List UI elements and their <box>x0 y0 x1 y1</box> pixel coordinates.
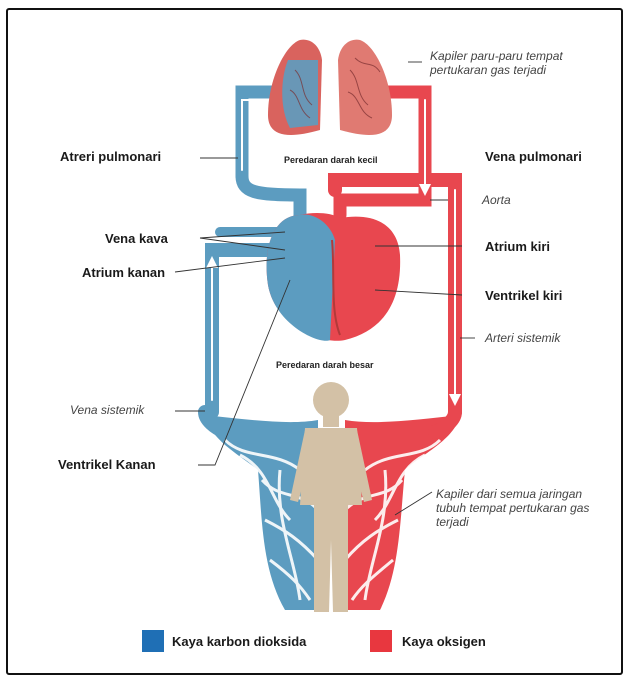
left-atrium-label: Atrium kiri <box>485 240 550 255</box>
lungs <box>268 40 392 135</box>
legend-swatch-deoxygenated <box>142 630 164 652</box>
right-ventricle-label: Ventrikel Kanan <box>58 458 156 473</box>
heart <box>267 213 401 341</box>
right-atrium-label: Atrium kanan <box>82 266 165 281</box>
big-circulation-label: Peredaran darah besar <box>276 360 374 370</box>
pulmonary-artery-label: Atreri pulmonari <box>60 150 161 165</box>
vena-cava-label: Vena kava <box>105 232 168 247</box>
left-ventricle-label: Ventrikel kiri <box>485 289 562 304</box>
aorta-label: Aorta <box>482 194 511 208</box>
pulmonary-vein-label: Vena pulmonari <box>485 150 582 165</box>
body-capillary-caption: Kapiler dari semua jaringan tubuh tempat… <box>436 488 608 529</box>
systemic-artery-label: Arteri sistemik <box>485 332 560 346</box>
small-circulation-label: Peredaran darah kecil <box>284 155 378 165</box>
legend-label-oxygenated: Kaya oksigen <box>402 634 486 649</box>
lung-capillary-caption: Kapiler paru-paru tempat pertukaran gas … <box>430 50 605 78</box>
legend-label-deoxygenated: Kaya karbon dioksida <box>172 634 306 649</box>
legend-swatch-oxygenated <box>370 630 392 652</box>
systemic-vein-label: Vena sistemik <box>70 404 144 418</box>
